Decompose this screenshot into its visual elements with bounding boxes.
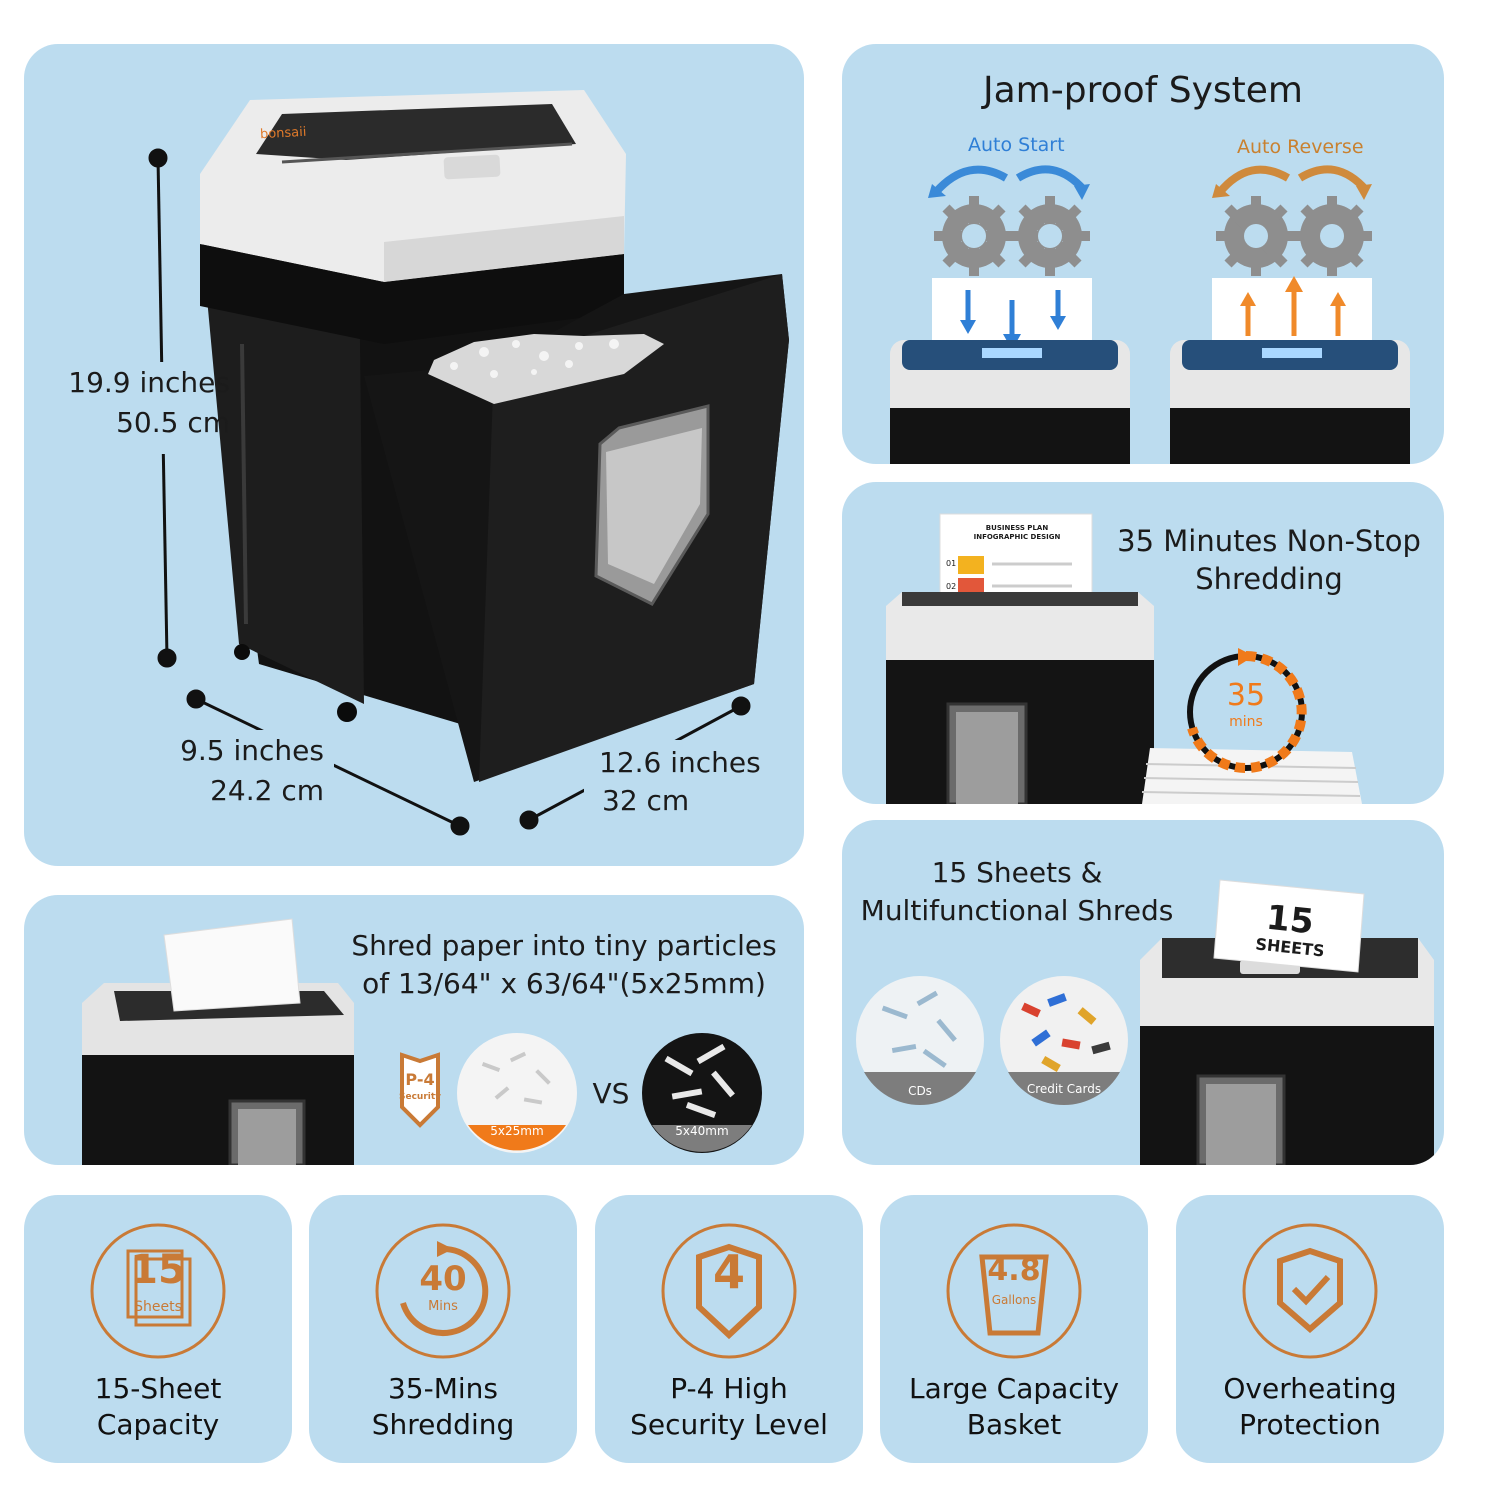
timer-icon	[375, 1223, 511, 1359]
multifunction-panel: 15 Sheets & Multifunctional Shreds CDs C…	[842, 820, 1444, 1165]
cds-label: CDs	[908, 1084, 932, 1098]
doc-num-1: 01	[946, 559, 957, 568]
nonstop-title-line1: 35 Minutes Non-Stop	[1117, 524, 1421, 558]
feature-line1: P-4 High	[670, 1372, 788, 1405]
auto-start-group	[890, 165, 1130, 464]
depth-inches-label: 12.6 inches	[599, 746, 761, 779]
feature-line2: Security Level	[630, 1408, 828, 1441]
auto-reverse-group	[1170, 165, 1410, 464]
jam-proof-panel: Jam-proof System Auto Start Auto Reverse	[842, 44, 1444, 464]
brand-label: bonsaii	[259, 124, 307, 143]
credit-cards-label: Credit Cards	[1026, 1082, 1102, 1096]
dimensions-panel: bonsaii 19.9 inches 50.5 cm 9.5 inches 2…	[24, 44, 804, 866]
basket-icon-value: 4.8	[987, 1253, 1041, 1288]
shield-icon	[661, 1223, 797, 1359]
feature-security-level: 4 P-4 High Security Level	[595, 1195, 863, 1463]
doc-num-2: 02	[946, 582, 957, 591]
shred-size-panel: Shred paper into tiny particles of 13/64…	[24, 895, 804, 1165]
shred-title-line2: of 13/64" x 63/64"(5x25mm)	[362, 967, 766, 1000]
vs-label: VS	[592, 1077, 630, 1110]
shredder-illustration	[44, 90, 789, 836]
p4-badge-top: P-4	[405, 1070, 435, 1089]
feature-label: P-4 High Security Level	[595, 1371, 863, 1443]
height-cm-label: 50.5 cm	[116, 406, 230, 439]
feature-line1: Large Capacity	[908, 1372, 1120, 1405]
feature-shredding-time: 40 Mins 35-Mins Shredding	[309, 1195, 577, 1463]
left-shred-size: 5x25mm	[490, 1124, 544, 1138]
auto-start-label: Auto Start	[968, 134, 1065, 156]
sheet-capacity-icon-value: 15	[130, 1247, 186, 1293]
doc-title-2: INFOGRAPHIC DESIGN	[973, 533, 1061, 541]
feature-label: 15-Sheet Capacity	[24, 1371, 292, 1443]
feature-line2: Shredding	[371, 1408, 515, 1441]
feature-label: Large Capacity Basket	[880, 1371, 1148, 1443]
timer-value: 35	[1226, 678, 1266, 713]
feature-line1: 15-Sheet	[94, 1372, 222, 1405]
height-inches-label: 19.9 inches	[68, 366, 230, 399]
fifteen-title-line2: Multifunctional Shreds	[860, 894, 1174, 927]
auto-reverse-label: Auto Reverse	[1237, 136, 1364, 158]
feature-label: 35-Mins Shredding	[309, 1371, 577, 1443]
feature-line1: 35-Mins	[387, 1372, 498, 1405]
feature-overheating: Overheating Protection	[1176, 1195, 1444, 1463]
jam-proof-title: Jam-proof System	[982, 70, 1303, 111]
p4-badge-bottom: Security	[398, 1092, 442, 1102]
timer-icon-unit: Mins	[428, 1299, 458, 1314]
sheet-capacity-icon	[90, 1223, 226, 1359]
timer-icon-value: 40	[419, 1259, 467, 1299]
basket-icon	[946, 1223, 1082, 1359]
right-shred-size: 5x40mm	[675, 1124, 729, 1138]
shield-icon-value: 4	[712, 1245, 745, 1299]
feature-label: Overheating Protection	[1176, 1371, 1444, 1443]
doc-title-1: BUSINESS PLAN	[985, 524, 1049, 532]
multifunction-illustration	[856, 879, 1434, 1165]
width-cm-label: 24.2 cm	[210, 774, 324, 807]
shred-title-line1: Shred paper into tiny particles	[351, 929, 777, 962]
nonstop-title-line2: Shredding	[1195, 562, 1343, 596]
timer-unit: mins	[1229, 714, 1263, 730]
shield-check-icon	[1242, 1223, 1378, 1359]
feature-line1: Overheating	[1223, 1372, 1397, 1405]
basket-icon-unit: Gallons	[991, 1293, 1037, 1307]
width-inches-label: 9.5 inches	[180, 734, 324, 767]
shred-size-illustration	[82, 918, 762, 1165]
depth-cm-label: 32 cm	[602, 784, 690, 817]
sheet-capacity-icon-unit: Sheets	[134, 1299, 182, 1315]
feature-basket: 4.8 Gallons Large Capacity Basket	[880, 1195, 1148, 1463]
feature-line2: Capacity	[96, 1408, 220, 1441]
nonstop-panel: BUSINESS PLAN INFOGRAPHIC DESIGN 01 02 3…	[842, 482, 1444, 804]
feature-line2: Basket	[966, 1408, 1062, 1441]
feature-line2: Protection	[1239, 1408, 1381, 1441]
jam-illustration	[890, 165, 1410, 464]
nonstop-illustration	[886, 513, 1362, 804]
feature-sheet-capacity: 15 Sheets 15-Sheet Capacity	[24, 1195, 292, 1463]
fifteen-title-line1: 15 Sheets &	[931, 856, 1103, 889]
